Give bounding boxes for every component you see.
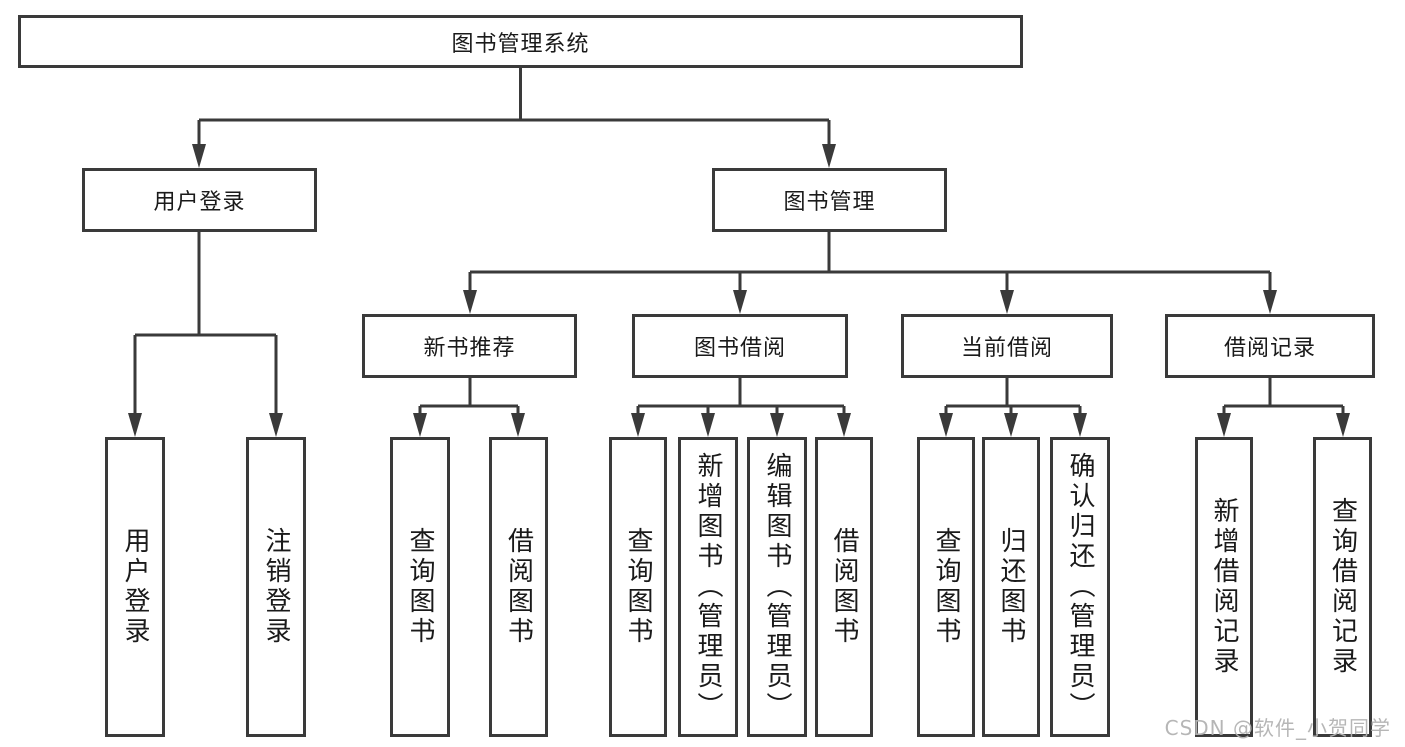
node-label: 图书借阅	[693, 336, 786, 361]
node-borrow-books-borrowing: 借阅图书	[815, 437, 873, 737]
node-label: 用户登录	[120, 527, 150, 647]
node-book-borrowing: 图书借阅	[632, 314, 848, 378]
node-query-books-current: 查询图书	[917, 437, 975, 737]
node-library-management-system: 图书管理系统	[18, 15, 1023, 68]
node-user-login: 用户登录	[82, 168, 317, 232]
node-label: 新书推荐	[423, 336, 516, 361]
node-new-book-recommend: 新书推荐	[362, 314, 577, 378]
node-add-book-admin: 新增图书（管理员）	[678, 437, 738, 737]
node-borrowing-records: 借阅记录	[1165, 314, 1375, 378]
node-confirm-return-admin: 确认归还（管理员）	[1050, 437, 1110, 737]
node-label: 图书管理	[783, 190, 876, 215]
node-label: 编辑图书（管理员）	[762, 452, 792, 722]
node-label: 借阅图书	[503, 527, 534, 647]
node-query-books-borrowing: 查询图书	[609, 437, 667, 737]
node-edit-book-admin: 编辑图书（管理员）	[747, 437, 807, 737]
node-book-management: 图书管理	[712, 168, 947, 232]
csdn-watermark: CSDN @软件_小贺同学	[1164, 716, 1391, 740]
node-borrow-books-newbook: 借阅图书	[489, 437, 548, 737]
node-label: 当前借阅	[960, 336, 1053, 361]
node-label: 借阅记录	[1223, 336, 1316, 361]
node-query-borrow-record: 查询借阅记录	[1313, 437, 1372, 737]
node-label: 新增借阅记录	[1209, 497, 1239, 677]
node-label: 查询借阅记录	[1327, 497, 1358, 677]
node-add-borrow-record: 新增借阅记录	[1195, 437, 1253, 737]
node-label: 查询图书	[623, 527, 653, 647]
node-label: 图书管理系统	[451, 31, 590, 57]
node-label: 查询图书	[931, 527, 961, 647]
node-query-books-newbook: 查询图书	[390, 437, 450, 737]
node-label: 归还图书	[996, 527, 1026, 647]
node-label: 查询图书	[405, 527, 435, 647]
node-label: 新增图书（管理员）	[693, 452, 723, 722]
node-logout: 注销登录	[246, 437, 306, 737]
node-label: 借阅图书	[829, 527, 859, 647]
node-label: 注销登录	[261, 527, 291, 647]
node-label: 用户登录	[153, 190, 246, 215]
node-label: 确认归还（管理员）	[1065, 452, 1095, 722]
node-return-books: 归还图书	[982, 437, 1040, 737]
node-current-borrowing: 当前借阅	[901, 314, 1113, 378]
node-user-login-leaf: 用户登录	[105, 437, 165, 737]
